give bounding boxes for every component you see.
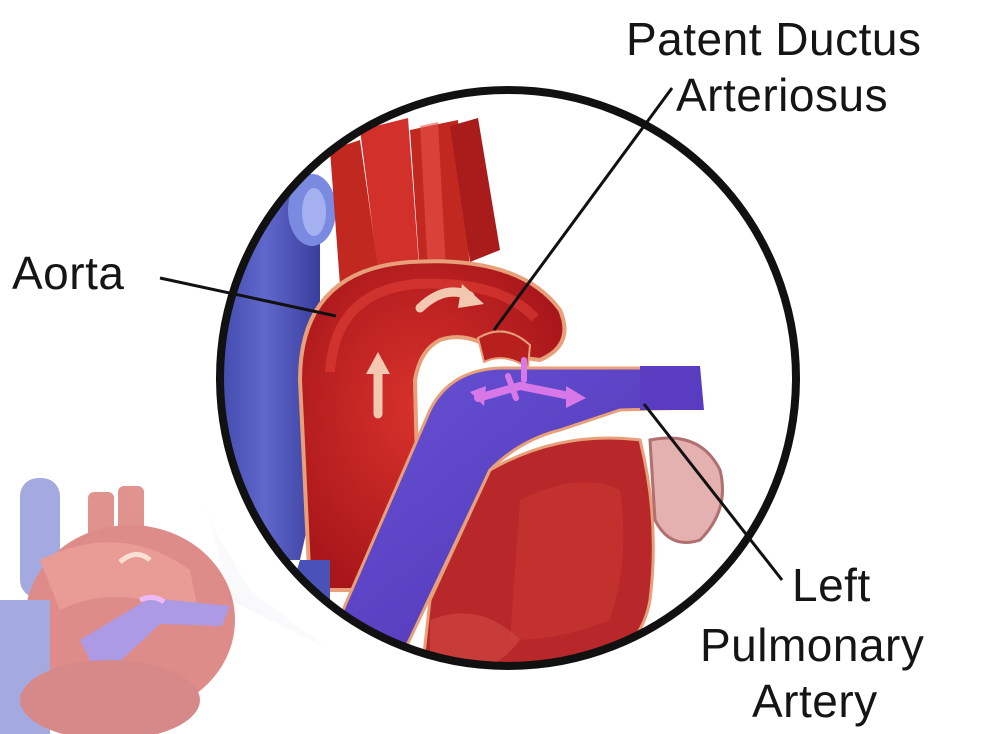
label-left: Left xyxy=(792,560,871,610)
magnified-heart xyxy=(200,70,820,690)
label-pulmonary: Pulmonary xyxy=(700,620,924,670)
label-arteriosus: Arteriosus xyxy=(676,70,888,120)
small-heart-thumbnail xyxy=(0,478,235,734)
label-artery: Artery xyxy=(752,676,878,726)
label-aorta: Aorta xyxy=(12,248,124,298)
label-patent-ductus: Patent Ductus xyxy=(626,14,921,64)
